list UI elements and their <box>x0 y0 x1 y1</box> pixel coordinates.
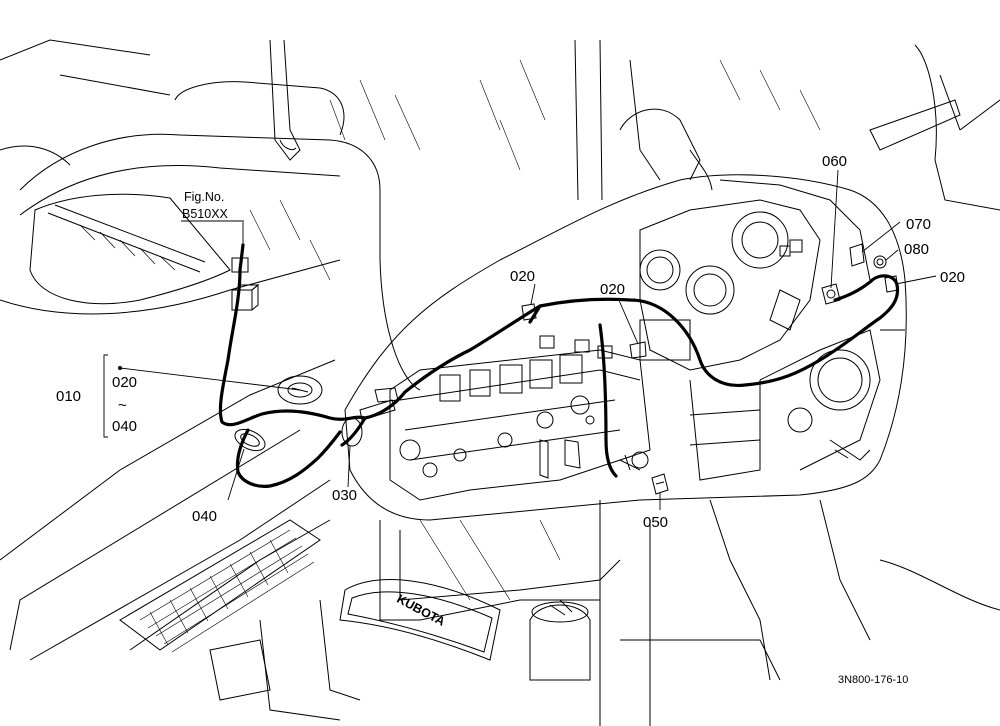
label-040-group: 040 <box>112 418 137 435</box>
label-tilde: ~ <box>118 397 127 414</box>
fig-ref-caption: Fig.No. <box>184 190 224 204</box>
label-040: 040 <box>192 508 217 525</box>
label-020-group: 020 <box>112 374 137 391</box>
fig-ref-number: B510XX <box>182 207 229 221</box>
leader-lines <box>103 169 937 510</box>
label-010: 010 <box>56 388 81 405</box>
vent-grille <box>139 529 315 653</box>
label-050: 050 <box>643 514 668 531</box>
label-030: 030 <box>332 487 357 504</box>
labels: Fig.No. B510XX 010 020 ~ 040 020 020 020… <box>56 153 965 686</box>
label-020-b: 020 <box>600 281 625 298</box>
label-020-c: 020 <box>940 269 965 286</box>
label-020-a: 020 <box>510 268 535 285</box>
label-060: 060 <box>822 153 847 170</box>
kubota-plate-text: KUBOTA <box>394 592 447 629</box>
label-070: 070 <box>906 216 931 233</box>
drawing-code: 3N800-176-10 <box>838 674 908 686</box>
shading-hatch <box>249 59 821 601</box>
engine-block <box>389 179 905 501</box>
tractor-body-outline <box>0 39 1000 726</box>
label-080: 080 <box>904 241 929 258</box>
